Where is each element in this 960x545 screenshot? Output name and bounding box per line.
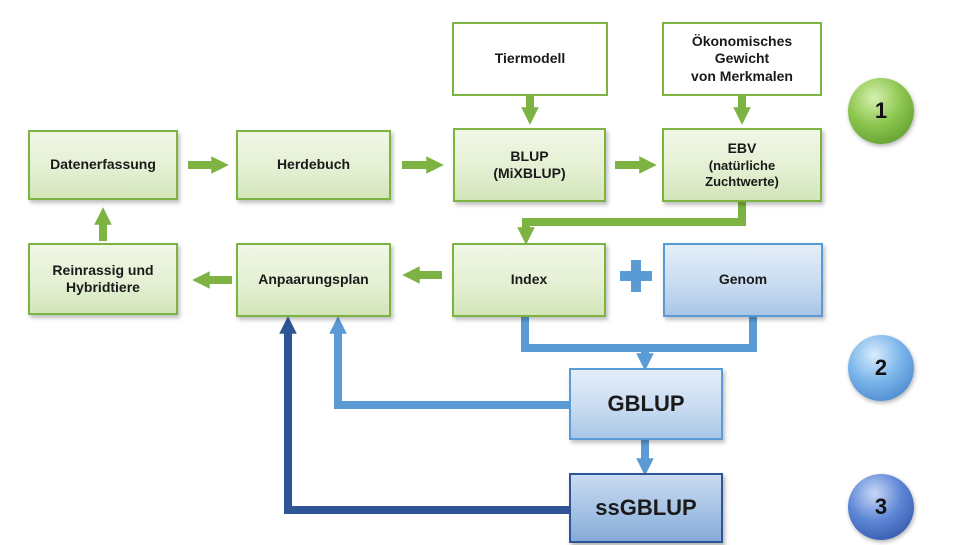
connector-index-genom-merge [521, 317, 757, 352]
arrow-gblup-anpaarungsplan [329, 316, 570, 409]
stage-marker-3-label: 3 [874, 494, 888, 519]
stage-marker-2: 2 [848, 335, 914, 401]
box-ssgblup: ssGBLUP [569, 473, 723, 543]
box-gblup-label: GBLUP [607, 391, 685, 417]
box-anpaarungsplan-label: Anpaarungsplan [258, 271, 369, 288]
box-blup-label: BLUP (MiXBLUP) [493, 147, 566, 182]
box-genom: Genom [663, 243, 823, 317]
box-genom-label: Genom [718, 271, 768, 288]
plus-icon [618, 258, 654, 294]
stage-marker-3: 3 [848, 474, 914, 540]
box-index: Index [452, 243, 606, 317]
stage-marker-2-label: 2 [874, 355, 888, 380]
box-ebv-subtitle: (natürliche Zuchtwerte) [705, 157, 779, 189]
box-ebv-title: EBV [727, 140, 757, 156]
arrow-ssgblup-anpaarungsplan [279, 316, 570, 514]
box-tiermodell-label: Tiermodell [494, 50, 566, 67]
box-index-label: Index [510, 271, 548, 288]
box-herdebuch-label: Herdebuch [276, 156, 351, 173]
arrow-ebv-index [517, 202, 746, 245]
box-oekonomisches-gewicht-label: Ökonomisches Gewicht von Merkmalen [691, 32, 793, 84]
box-datenerfassung: Datenerfassung [28, 130, 178, 200]
box-reinrassig-hybridtiere-label: Reinrassig und Hybridtiere [52, 261, 154, 296]
box-tiermodell: Tiermodell [452, 22, 608, 96]
box-ebv: EBV (natürliche Zuchtwerte) [662, 128, 822, 202]
stage-marker-1-label: 1 [874, 98, 888, 123]
box-oekonomisches-gewicht: Ökonomisches Gewicht von Merkmalen [662, 22, 822, 96]
box-anpaarungsplan: Anpaarungsplan [236, 243, 391, 317]
box-gblup: GBLUP [569, 368, 723, 440]
box-blup: BLUP (MiXBLUP) [453, 128, 606, 202]
stage-marker-1: 1 [848, 78, 914, 144]
box-datenerfassung-label: Datenerfassung [50, 156, 156, 173]
box-reinrassig-hybridtiere: Reinrassig und Hybridtiere [28, 243, 178, 315]
box-ssgblup-label: ssGBLUP [595, 495, 697, 521]
box-herdebuch: Herdebuch [236, 130, 391, 200]
